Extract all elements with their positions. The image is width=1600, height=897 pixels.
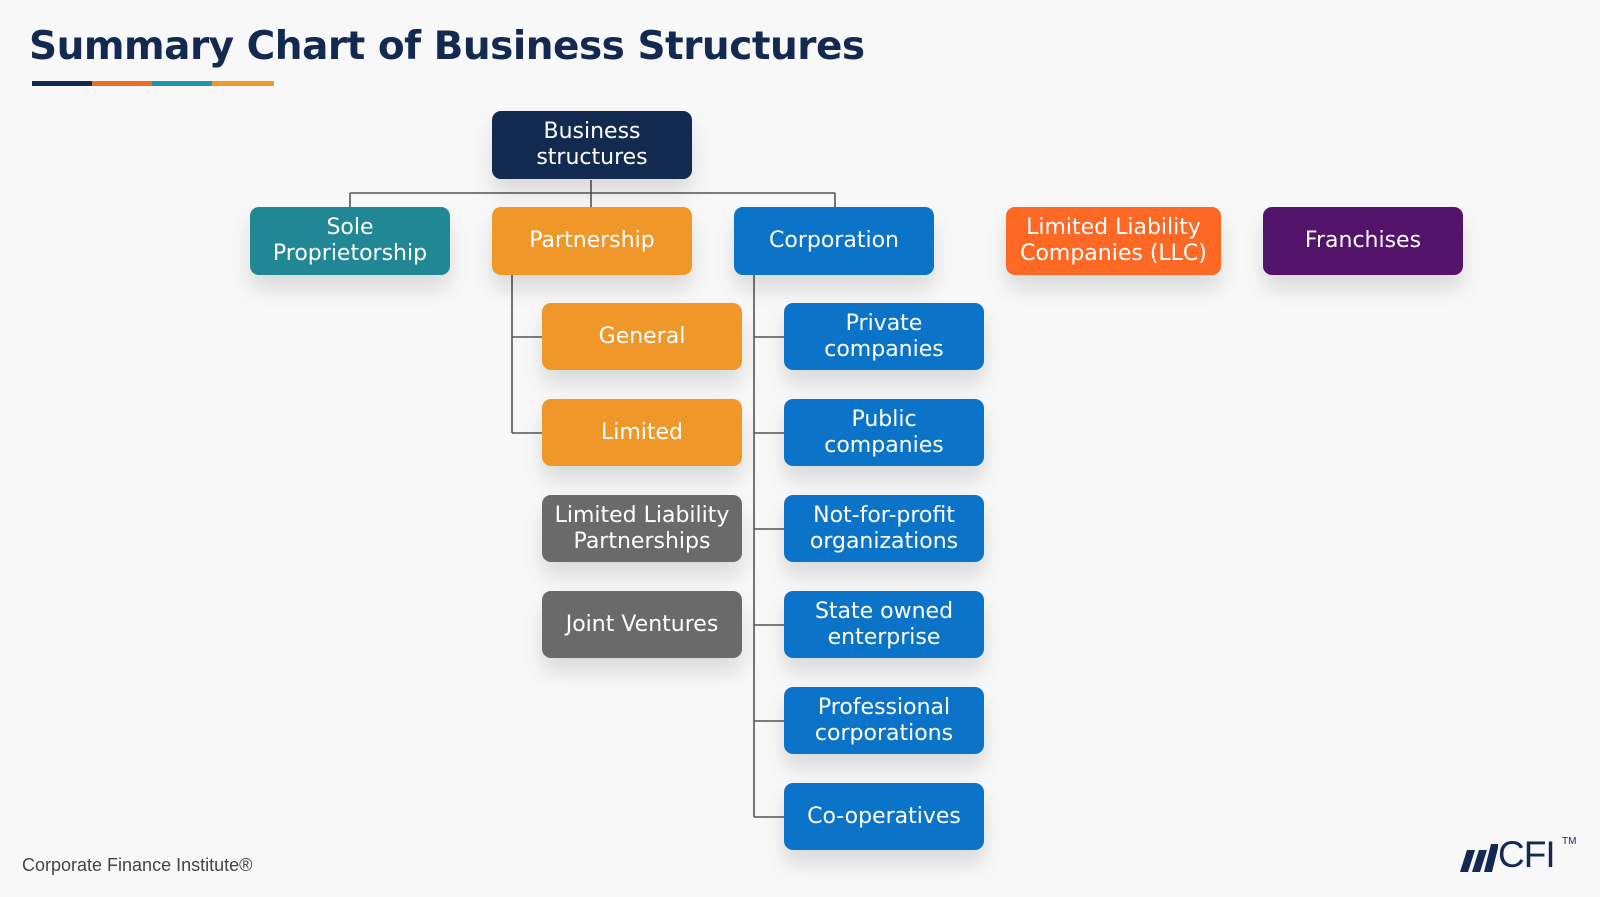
node-label: Public companies: [824, 406, 944, 458]
node-state-owned: State owned enterprise: [784, 591, 984, 658]
node-co-operatives: Co-operatives: [784, 783, 984, 850]
title-accent-bar-3: [152, 81, 212, 86]
node-label: Franchises: [1304, 228, 1422, 253]
footer-credit: Corporate Finance Institute®: [22, 855, 253, 875]
node-label: State owned enterprise: [814, 598, 954, 650]
node-limited: Limited: [542, 399, 742, 466]
node-label: Limited: [600, 419, 684, 445]
node-label: General: [598, 323, 686, 349]
node-sole-proprietorship: Sole Proprietorship: [250, 207, 450, 275]
node-joint-ventures: Joint Ventures: [542, 591, 742, 658]
node-professional-corporations: Professional corporations: [784, 687, 984, 754]
node-label: Private companies: [824, 310, 944, 362]
node-private-companies: Private companies: [784, 303, 984, 370]
logo-trademark: TM: [1562, 836, 1577, 847]
node-llc: Limited Liability Companies (LLC): [1006, 207, 1221, 275]
page-title: Summary Chart of Business Structures: [29, 24, 865, 69]
node-label: Business structures: [536, 119, 648, 170]
title-accent-bar-2: [92, 81, 152, 86]
logo-text: CFI: [1498, 834, 1556, 875]
node-label: Corporation: [769, 228, 899, 253]
title-accent-bar-4: [212, 81, 274, 86]
node-franchises: Franchises: [1263, 207, 1463, 275]
node-not-for-profit: Not-for-profit organizations: [784, 495, 984, 562]
cfi-logo: CFI TM: [1458, 834, 1576, 876]
node-business-structures: Business structures: [492, 111, 692, 179]
cfi-slashes-icon: [1460, 844, 1498, 872]
node-partnership: Partnership: [492, 207, 692, 275]
node-label: Not-for-profit organizations: [809, 502, 959, 554]
node-general: General: [542, 303, 742, 370]
node-label: Limited Liability Partnerships: [554, 502, 730, 554]
node-label: Limited Liability Companies (LLC): [1020, 215, 1207, 266]
node-label: Partnership: [529, 228, 655, 253]
node-label: Professional corporations: [814, 694, 954, 746]
title-accent-bar-1: [32, 81, 92, 86]
node-label: Joint Ventures: [565, 611, 719, 637]
node-public-companies: Public companies: [784, 399, 984, 466]
node-llp: Limited Liability Partnerships: [542, 495, 742, 562]
node-label: Co-operatives: [807, 803, 961, 829]
node-corporation: Corporation: [734, 207, 934, 275]
node-label: Sole Proprietorship: [272, 215, 428, 266]
